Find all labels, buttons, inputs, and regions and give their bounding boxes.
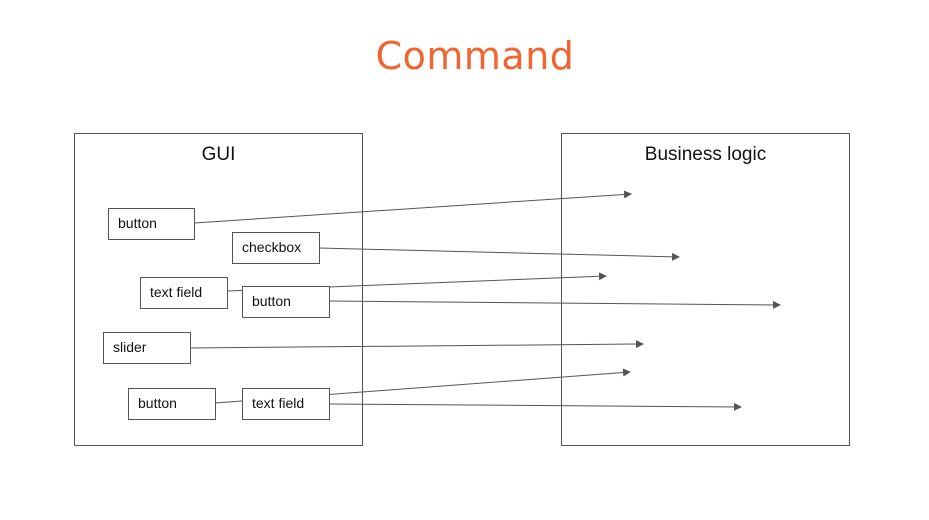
gui-widget-text-field-2: text field [242,388,330,420]
business-logic-panel-title: Business logic [644,144,767,165]
arrow-button-2 [328,300,781,309]
arrow-button-1 [193,190,632,224]
gui-widget-text-field-1: text field [140,277,228,309]
gui-widget-checkbox: checkbox [232,232,320,264]
gui-widget-button-1: button [108,208,195,240]
arrow-slider [189,340,644,349]
gui-widget-slider: slider [103,332,191,364]
page-title: Command [375,34,575,78]
arrow-text-field-2 [328,402,742,411]
gui-widget-button-3: button [128,388,216,420]
arrow-checkbox [318,247,680,261]
business-logic-panel: Business logic [561,133,850,446]
gui-widget-button-2: button [242,286,330,318]
gui-panel-title: GUI [201,144,236,165]
